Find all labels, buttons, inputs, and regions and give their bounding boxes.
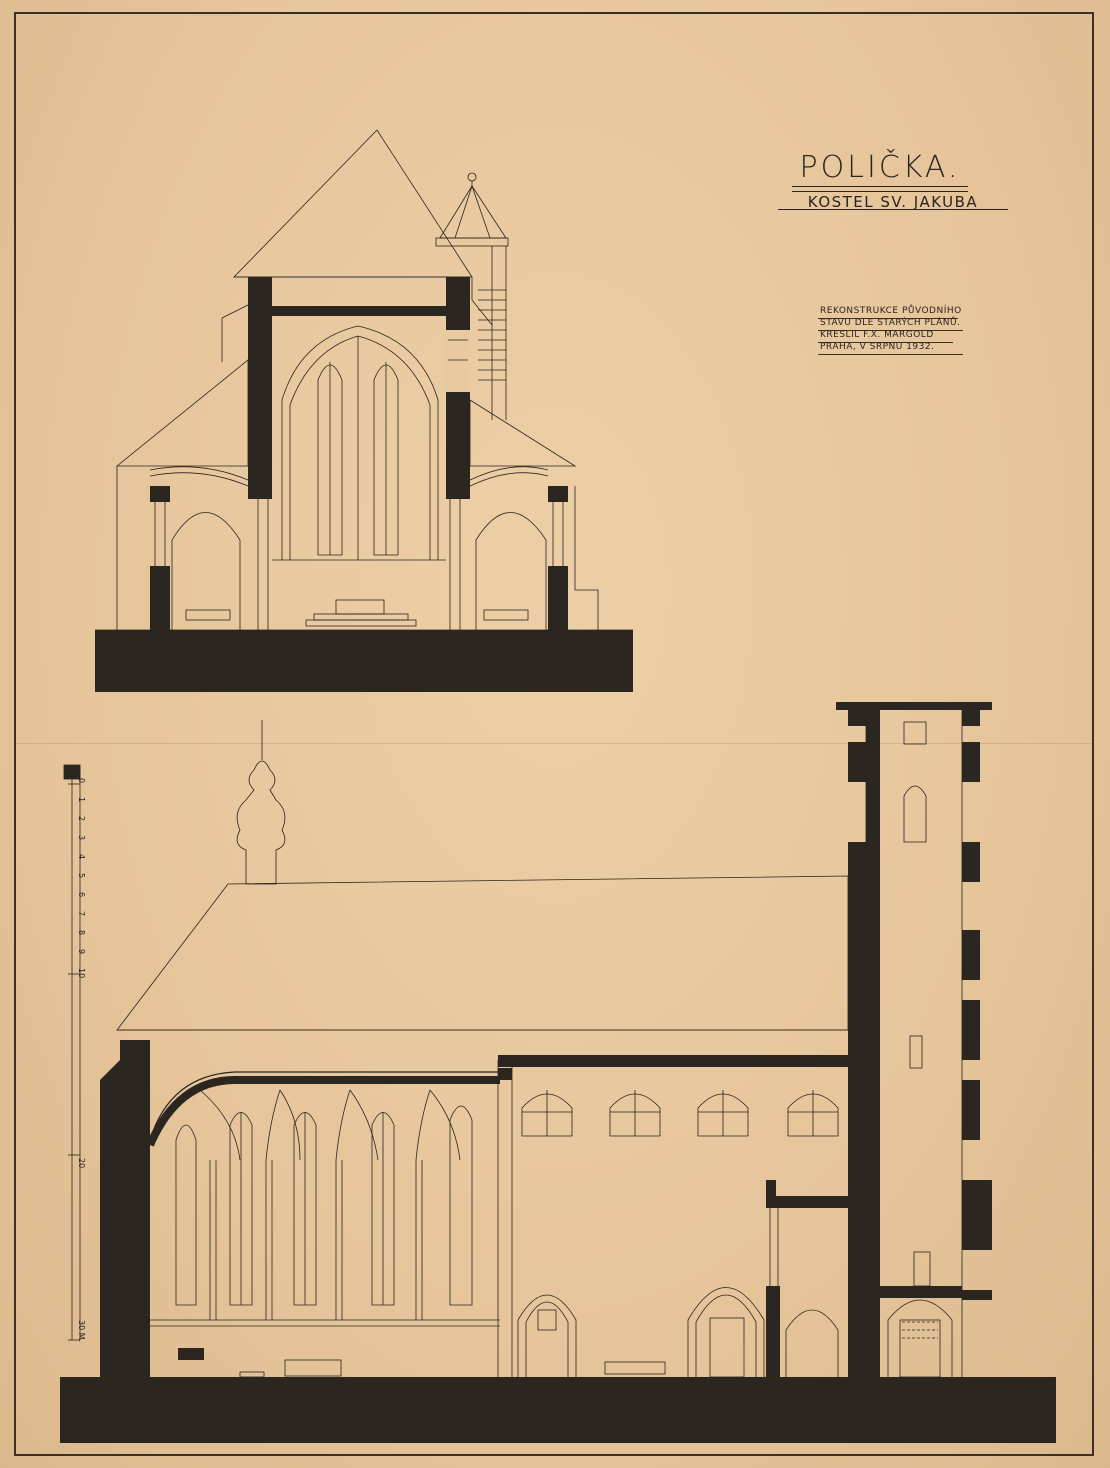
longitudinal-section: [60, 702, 1056, 1443]
note-rule-3: [818, 342, 953, 343]
note-line-1: REKONSTRUKCE PŮVODNÍHO: [820, 306, 962, 316]
note-rule-1: [818, 318, 958, 319]
scale-bar: [63, 764, 81, 1341]
note-line-4: PRAHA, V SRPNU 1932.: [820, 342, 935, 352]
subtitle-underline: [778, 209, 1008, 210]
note-line-3: KRESLIL F.X. MARGOLD: [820, 330, 934, 340]
tower-behind: [435, 172, 509, 420]
title-underline: [792, 186, 968, 192]
fold-line: [16, 743, 1092, 744]
note-rule-2: [818, 330, 963, 331]
tower-section: [766, 702, 992, 1378]
note-line-2: STAVU DLE STARÝCH PLÁNŮ.: [820, 318, 961, 328]
sheet-border: [14, 12, 1094, 1456]
drawing-subtitle: KOSTEL SV. JAKUBA: [807, 193, 979, 211]
drawing-title: POLIČKA.: [799, 150, 961, 185]
note-rule-4: [818, 354, 963, 355]
cross-section: [95, 129, 633, 692]
